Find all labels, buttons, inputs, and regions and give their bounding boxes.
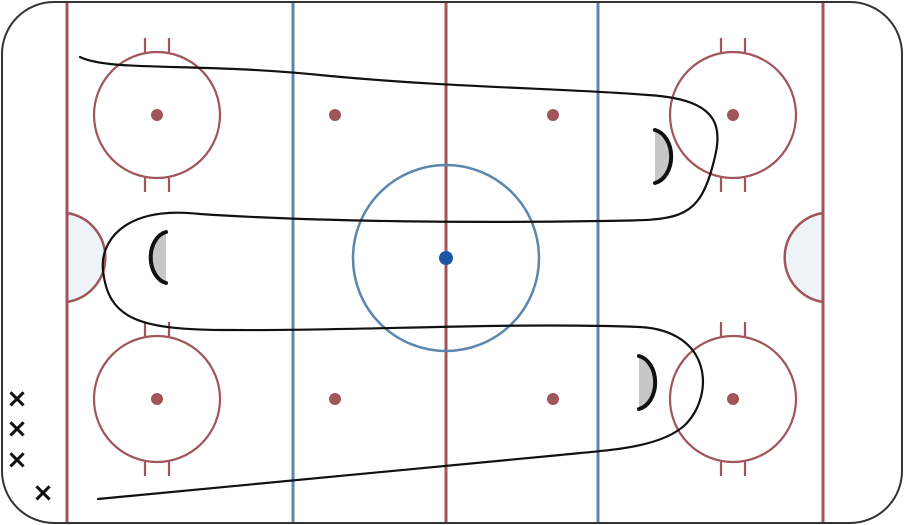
- right-goal-crease: [783, 211, 825, 304]
- faceoff-circle-left-top: [92, 38, 222, 192]
- center-faceoff-circle: [351, 163, 541, 353]
- faceoff-circle-right-top: [668, 38, 798, 192]
- cone-right-bottom-icon: [637, 354, 658, 411]
- player-x-3: ×: [6, 445, 28, 475]
- neutral-dot-right-top: [547, 109, 559, 121]
- neutral-dot-left-bottom: [329, 393, 341, 405]
- neutral-dot-right-bottom: [547, 393, 559, 405]
- cone-left-middle-icon: [148, 230, 168, 285]
- faceoff-circle-left-bottom: [92, 322, 222, 476]
- left-goal-crease: [65, 211, 107, 304]
- faceoff-circle-right-bottom: [668, 322, 798, 476]
- cone-right-top-icon: [653, 128, 674, 185]
- skating-path: [78, 55, 719, 501]
- player-x-4: ×: [32, 478, 54, 508]
- center-faceoff-dot: [439, 251, 453, 265]
- player-x-2: ×: [6, 414, 28, 444]
- neutral-dot-left-top: [329, 109, 341, 121]
- player-x-1: ×: [6, 384, 28, 414]
